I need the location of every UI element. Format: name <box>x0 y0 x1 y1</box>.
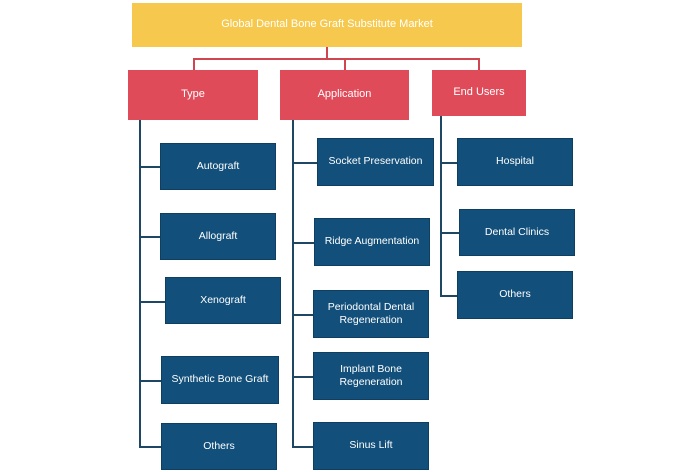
end-users-item-label: Others <box>499 288 531 301</box>
root-node: Global Dental Bone Graft Substitute Mark… <box>132 3 522 47</box>
type-item-label: Xenograft <box>200 293 246 306</box>
type-item-label: Synthetic Bone Graft <box>171 373 269 386</box>
application-item-sinus-lift: Sinus Lift <box>313 422 429 470</box>
application-branch-tick <box>292 446 314 448</box>
category-end-users-label: End Users <box>453 86 505 99</box>
application-item-label: Ridge Augmentation <box>324 235 420 248</box>
type-branch-tick <box>139 446 161 448</box>
type-item-label: Allograft <box>198 229 238 242</box>
application-branch-tick <box>292 314 314 316</box>
end-users-item-hospital: Hospital <box>457 138 573 186</box>
type-item-label: Others <box>203 439 235 452</box>
type-connector <box>193 58 195 70</box>
end-users-item-others: Others <box>457 271 573 319</box>
type-item-allograft: Allograft <box>160 213 276 260</box>
application-item-implant-bone-regeneration: Implant Bone Regeneration <box>313 352 429 400</box>
end-users-branch-tick <box>440 162 457 164</box>
type-item-xenograft: Xenograft <box>165 277 281 324</box>
application-item-ridge-augmentation: Ridge Augmentation <box>314 218 430 266</box>
application-branch-tick <box>292 242 314 244</box>
application-connector <box>344 58 346 70</box>
type-item-others: Others <box>161 423 277 470</box>
type-item-synthetic-bone-graft: Synthetic Bone Graft <box>161 356 279 404</box>
application-branch-tick <box>292 376 314 378</box>
end-users-item-label: Hospital <box>496 155 534 168</box>
category-application-label: Application <box>317 88 372 101</box>
application-item-label: Implant Bone Regeneration <box>339 362 403 388</box>
end-users-item-dental-clinics: Dental Clinics <box>459 209 575 256</box>
end-users-branch-tick <box>440 232 459 234</box>
application-branch-spine <box>292 120 294 446</box>
end-users-connector <box>478 58 480 70</box>
category-type: Type <box>128 70 258 120</box>
type-branch-spine <box>139 120 141 446</box>
application-item-socket-preservation: Socket Preservation <box>317 138 434 186</box>
end-users-item-label: Dental Clinics <box>484 225 550 238</box>
category-application: Application <box>280 70 409 120</box>
application-item-periodontal-dental-regeneration: Periodontal Dental Regeneration <box>313 290 429 338</box>
end-users-branch-tick <box>440 295 457 297</box>
category-type-label: Type <box>181 88 205 101</box>
category-end-users: End Users <box>432 70 526 116</box>
type-branch-tick <box>139 236 161 238</box>
end-users-branch-spine <box>440 116 442 296</box>
root-connector-down <box>326 47 328 59</box>
type-branch-tick <box>139 380 161 382</box>
application-item-label: Socket Preservation <box>328 155 423 168</box>
application-item-label: Sinus Lift <box>349 439 393 452</box>
type-item-label: Autograft <box>196 159 240 172</box>
application-item-label: Periodontal Dental Regeneration <box>327 300 415 326</box>
root-connector-horizontal <box>193 58 479 60</box>
type-item-autograft: Autograft <box>160 143 276 190</box>
type-branch-tick <box>139 301 165 303</box>
root-label: Global Dental Bone Graft Substitute Mark… <box>221 18 433 31</box>
type-branch-tick <box>139 166 161 168</box>
application-branch-tick <box>292 162 317 164</box>
